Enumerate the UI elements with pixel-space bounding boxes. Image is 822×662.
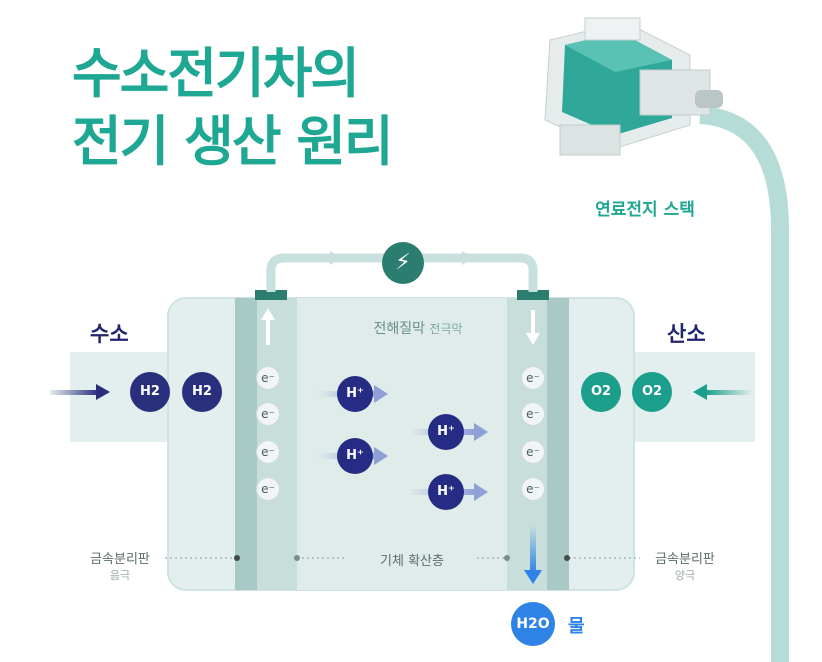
lightning-bolt-icon: ⚡ bbox=[382, 242, 424, 284]
proton-arrow-head bbox=[474, 483, 488, 501]
cathode-separator-plate bbox=[547, 298, 569, 590]
electron: e⁻ bbox=[521, 440, 545, 464]
proton-arrow-head bbox=[474, 423, 488, 441]
cathode-plate-label-main: 금속분리판 bbox=[655, 552, 715, 567]
cathode-plate-label-sub: 양극 bbox=[674, 569, 696, 582]
circuit-arrow bbox=[330, 251, 342, 265]
electron: e⁻ bbox=[256, 402, 280, 426]
hydrogen-inflow-arrow bbox=[50, 390, 98, 395]
proton: H⁺ bbox=[337, 438, 373, 474]
electron: e⁻ bbox=[256, 477, 280, 501]
leader-dot bbox=[504, 555, 510, 561]
leader-dot bbox=[294, 555, 300, 561]
electron-down-arrow-head bbox=[526, 333, 540, 345]
oxygen-molecule: O2 bbox=[632, 372, 672, 412]
hydrogen-inflow-arrow-head bbox=[96, 384, 110, 400]
electron-up-arrow-head bbox=[261, 308, 275, 320]
oxygen-molecule: O2 bbox=[581, 372, 621, 412]
leader-dot bbox=[564, 555, 570, 561]
circuit-arrow bbox=[462, 251, 474, 265]
electron: e⁻ bbox=[256, 366, 280, 390]
oxygen-label: 산소 bbox=[667, 322, 706, 346]
membrane-label-main: 전해질막 bbox=[373, 321, 425, 337]
title-line-1: 수소전기차의 bbox=[72, 42, 360, 105]
oxygen-inflow-arrow bbox=[705, 390, 753, 395]
electrolyte-membrane bbox=[297, 298, 507, 590]
anode-plate-label-sub: 음극 bbox=[109, 569, 131, 582]
anode-plate-label-main: 금속분리판 bbox=[90, 552, 150, 567]
proton: H⁺ bbox=[428, 414, 464, 450]
proton: H⁺ bbox=[428, 474, 464, 510]
title-line-2: 전기 생산 원리 bbox=[72, 110, 394, 173]
electron: e⁻ bbox=[521, 402, 545, 426]
water-molecule: H2O bbox=[511, 602, 555, 646]
gas-diffusion-layer-label: 기체 확산층 bbox=[347, 550, 477, 569]
hydrogen-molecule: H2 bbox=[182, 372, 222, 412]
fuel-cell-stack-label: 연료전지 스택 bbox=[595, 200, 695, 220]
leader-dot bbox=[234, 555, 240, 561]
water-outflow-arrow bbox=[530, 525, 536, 573]
fuel-cell-stack-image bbox=[544, 17, 723, 156]
water-outflow-arrow-head bbox=[524, 570, 542, 584]
electron: e⁻ bbox=[256, 440, 280, 464]
anode-plate-label: 금속분리판 음극 bbox=[75, 548, 165, 583]
hydrogen-label: 수소 bbox=[90, 322, 129, 346]
membrane-label-sub: 전극막 bbox=[429, 322, 463, 336]
anode-separator-plate bbox=[235, 298, 257, 590]
proton-arrow-head bbox=[374, 447, 388, 465]
cathode-plate-label: 금속분리판 양극 bbox=[640, 548, 730, 583]
oxygen-inflow-arrow-head bbox=[693, 384, 707, 400]
proton: H⁺ bbox=[337, 376, 373, 412]
membrane-label: 전해질막 전극막 bbox=[318, 318, 518, 338]
electron: e⁻ bbox=[521, 366, 545, 390]
electron: e⁻ bbox=[521, 477, 545, 501]
water-label: 물 bbox=[568, 616, 585, 637]
proton-arrow-head bbox=[374, 385, 388, 403]
cathode-terminal bbox=[517, 290, 549, 300]
hydrogen-molecule: H2 bbox=[130, 372, 170, 412]
anode-terminal bbox=[255, 290, 287, 300]
page-title: 수소전기차의 전기 생산 원리 bbox=[72, 40, 394, 176]
stack-connection-pipe bbox=[699, 106, 789, 662]
